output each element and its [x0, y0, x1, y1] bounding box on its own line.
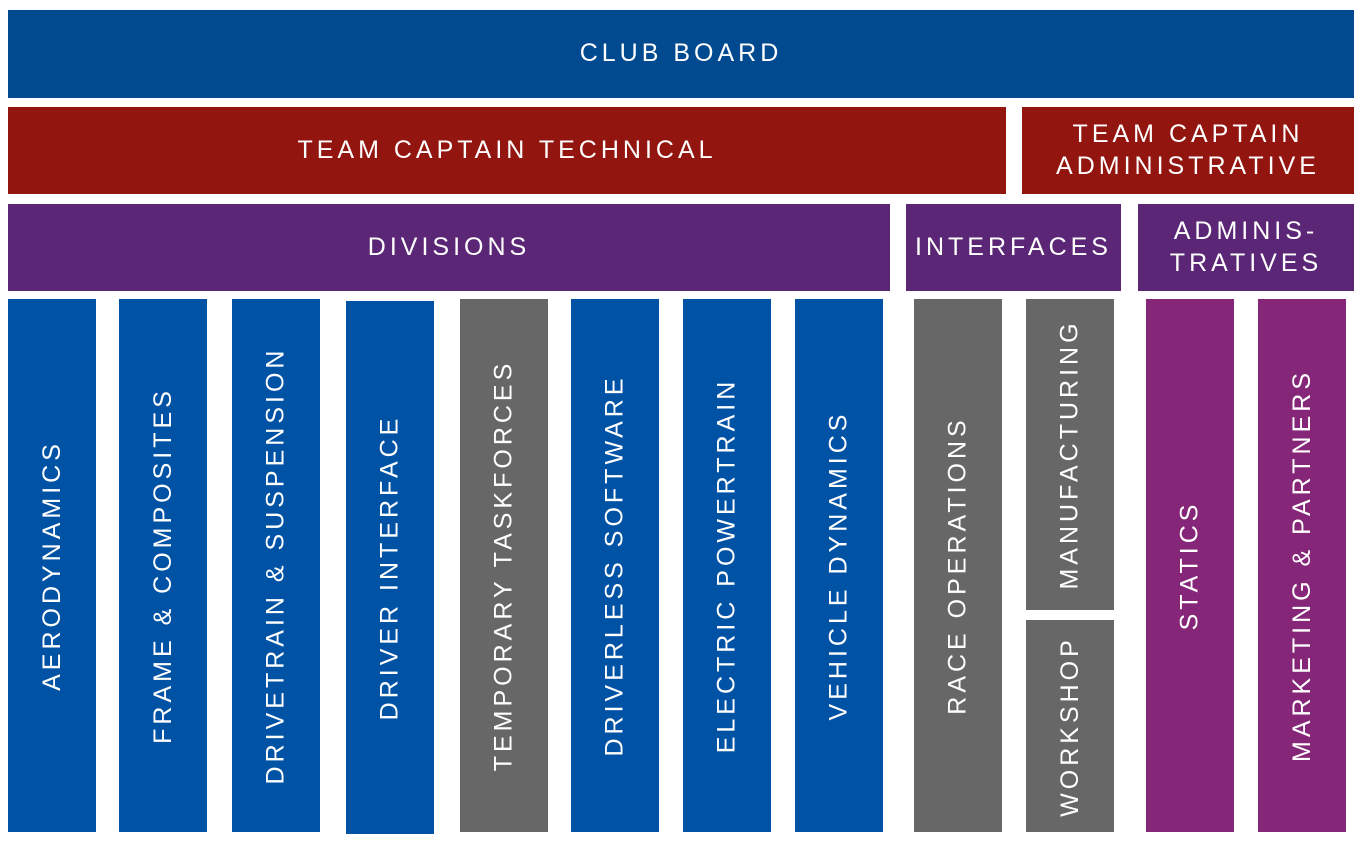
- team-captain-technical: TEAM CAPTAIN TECHNICAL: [8, 107, 1006, 194]
- division-vehicle-dynamics: VEHICLE DYNAMICS: [795, 299, 883, 832]
- interface-workshop: WORKSHOP: [1026, 620, 1114, 832]
- administratives-header-label-line2: TRATIVES: [1169, 248, 1323, 277]
- divisions-header-label: DIVISIONS: [367, 232, 531, 261]
- administrative-statics: STATICS: [1146, 299, 1234, 832]
- team-captain-administrative: TEAM CAPTAIN ADMINISTRATIVE: [1022, 107, 1354, 194]
- administrative-label: STATICS: [1175, 500, 1204, 631]
- team-captain-technical-label: TEAM CAPTAIN TECHNICAL: [297, 135, 717, 164]
- division-temporary-taskforces: TEMPORARY TASKFORCES: [460, 299, 548, 832]
- team-captain-administrative-label-line2: ADMINISTRATIVE: [1056, 151, 1320, 180]
- team-captain-administrative-label-line1: TEAM CAPTAIN: [1072, 120, 1304, 149]
- division-driver-interface: DRIVER INTERFACE: [346, 301, 434, 834]
- division-label: FRAME & COMPOSITES: [148, 387, 177, 744]
- administratives-header: ADMINIS- TRATIVES: [1138, 204, 1354, 291]
- divisions-header: DIVISIONS: [8, 204, 890, 291]
- administratives-header-label-line1: ADMINIS-: [1173, 217, 1319, 246]
- club-board-label: CLUB BOARD: [579, 39, 783, 68]
- interface-label: WORKSHOP: [1055, 635, 1084, 817]
- division-driverless-software: DRIVERLESS SOFTWARE: [571, 299, 659, 832]
- club-board: CLUB BOARD: [8, 10, 1354, 98]
- division-aerodynamics: AERODYNAMICS: [8, 299, 96, 832]
- division-label: TEMPORARY TASKFORCES: [489, 359, 518, 772]
- division-label: DRIVETRAIN & SUSPENSION: [261, 346, 290, 785]
- division-frame-composites: FRAME & COMPOSITES: [119, 299, 207, 832]
- interface-label: RACE OPERATIONS: [943, 416, 972, 715]
- interface-manufacturing: MANUFACTURING: [1026, 299, 1114, 610]
- division-label: DRIVER INTERFACE: [375, 414, 404, 721]
- division-label: VEHICLE DYNAMICS: [824, 410, 853, 721]
- division-electric-powertrain: ELECTRIC POWERTRAIN: [683, 299, 771, 832]
- interfaces-header: INTERFACES: [906, 204, 1121, 291]
- administrative-marketing-partners: MARKETING & PARTNERS: [1258, 299, 1346, 832]
- division-label: ELECTRIC POWERTRAIN: [712, 377, 741, 754]
- division-label: DRIVERLESS SOFTWARE: [600, 374, 629, 757]
- division-drivetrain-suspension: DRIVETRAIN & SUSPENSION: [232, 299, 320, 832]
- administrative-label: MARKETING & PARTNERS: [1287, 368, 1316, 763]
- interfaces-header-label: INTERFACES: [915, 232, 1112, 261]
- division-label: AERODYNAMICS: [37, 440, 66, 691]
- interface-race-operations: RACE OPERATIONS: [914, 299, 1002, 832]
- interface-label: MANUFACTURING: [1055, 319, 1084, 590]
